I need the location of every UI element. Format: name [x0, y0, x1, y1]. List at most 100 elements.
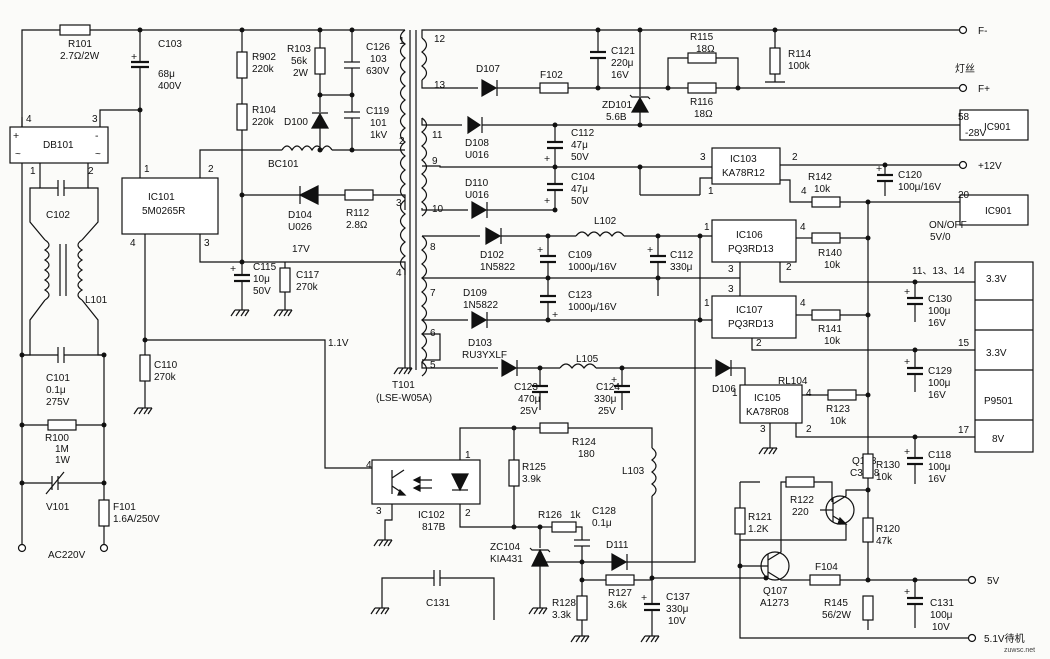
c117-value: 270k: [296, 282, 319, 293]
c118-voltage: 16V: [928, 474, 946, 485]
zd101-value: 5.6B: [606, 112, 627, 123]
d110-part: U016: [465, 190, 489, 201]
ic901-pin20: 20: [958, 190, 970, 201]
c112a-label: C112: [571, 128, 595, 139]
r126-label: R126: [538, 510, 562, 521]
c121-value: 220μ: [611, 58, 634, 69]
v17-label: 17V: [292, 244, 310, 255]
c131a-label: C131: [426, 598, 450, 609]
c128-label: C128: [592, 506, 616, 517]
ac-input-section: R101 2.7Ω/2W + C103 68μ 400V DB101 4 3 1…: [9, 24, 405, 561]
d107-label: D107: [476, 64, 500, 75]
ic103-pin4: 4: [801, 186, 807, 197]
d104-part: U026: [288, 222, 312, 233]
c103-label: C103: [158, 39, 182, 50]
c112a-voltage: 50V: [571, 152, 589, 163]
c130-voltage: 16V: [928, 318, 946, 329]
t101-pin7: 7: [430, 288, 436, 299]
c130-label: C130: [928, 294, 952, 305]
v101-label: V101: [46, 502, 70, 513]
r116-label: R116: [690, 97, 714, 108]
r104-label: R104: [252, 105, 276, 116]
svg-text:+: +: [904, 586, 910, 598]
c131b-label: C131: [930, 598, 954, 609]
d110-label: D110: [465, 178, 489, 189]
f102-fuse: [539, 82, 569, 94]
zc104-label: ZC104: [490, 542, 520, 553]
d103-part: RU3YXLF: [462, 350, 507, 361]
d109-part: 1N5822: [463, 300, 498, 311]
r902-resistor: [236, 51, 248, 79]
ic105-chip: [739, 384, 803, 424]
r126-resistor: [551, 521, 577, 533]
db101-bridge: [9, 126, 109, 164]
c102-label: C102: [46, 210, 70, 221]
ic103-pin1: 1: [708, 186, 714, 197]
r140-label: R140: [818, 248, 842, 259]
c119-voltage: 1kV: [370, 130, 388, 141]
r112-resistor: [344, 189, 374, 201]
ic901-pin58: 58: [958, 112, 970, 123]
r145-value: 56/2W: [822, 610, 851, 621]
ic106-chip: [711, 219, 797, 263]
ic901-box-b: [959, 194, 1029, 226]
r114-resistor: [769, 47, 781, 75]
c137-value: 330μ: [666, 604, 689, 615]
c109-value: 1000μ/16V: [568, 262, 617, 273]
ic105-pin1: 1: [732, 388, 738, 399]
c104-label: C104: [571, 172, 595, 183]
t101-pin3: 3: [396, 198, 402, 209]
r142-resistor: [811, 196, 841, 208]
l105-label: L105: [576, 354, 599, 365]
d100-label: D100: [284, 117, 308, 128]
r125-label: R125: [522, 462, 546, 473]
db101-pin2: 2: [88, 166, 94, 177]
t101-pin12: 12: [434, 34, 446, 45]
r103-label: R103: [287, 44, 311, 55]
c117-label: C117: [296, 270, 320, 281]
c123a-value: 1000μ/16V: [568, 302, 617, 313]
c109-label: C109: [568, 250, 592, 261]
ic105-part: KA78R08: [746, 407, 789, 418]
r140-value: 10k: [824, 260, 841, 271]
v5-terminal: 5V: [987, 576, 1000, 587]
ic901-onoff: ON/OFF: [929, 220, 967, 231]
ic105-pin3: 3: [760, 424, 766, 435]
r123-value: 10k: [830, 416, 847, 427]
t101-pin5: 5: [430, 360, 436, 371]
c137-label: C137: [666, 592, 690, 603]
c129-label: C129: [928, 366, 952, 377]
r130-resistor: [862, 453, 874, 479]
r124-value: 180: [578, 449, 595, 460]
l103-label: L103: [622, 466, 645, 477]
c123a-label: C123: [568, 290, 592, 301]
c126-voltage: 630V: [366, 66, 390, 77]
f102-label: F102: [540, 70, 563, 81]
c117-part: [279, 267, 291, 293]
transformer-t101: 1 2 3 4 T101 (LSE-W05A) 12 13 11 9 10 8 …: [376, 29, 446, 404]
c112a-value: 47μ: [571, 140, 588, 151]
r104-value: 220k: [252, 117, 275, 128]
ic103-chip: [711, 147, 781, 185]
t101-pin2: 2: [399, 136, 405, 147]
ic101-part: 5M0265R: [142, 206, 185, 217]
bc101-label: BC101: [268, 159, 299, 170]
r114-label: R114: [788, 49, 812, 60]
ic102-pin2: 2: [465, 508, 471, 519]
svg-text:+: +: [537, 244, 543, 256]
r127-label: R127: [608, 588, 632, 599]
c131b-voltage: 10V: [932, 622, 950, 633]
ic102-pin1: 1: [465, 450, 471, 461]
d108-label: D108: [465, 138, 489, 149]
r130-label: R130: [876, 460, 900, 471]
r115-value: 18Ω: [696, 44, 715, 55]
c112b-value: 330μ: [670, 262, 693, 273]
ic103-part: KA78R12: [722, 168, 765, 179]
f101-value: 1.6A/250V: [113, 514, 160, 525]
ic107-pin3: 3: [728, 284, 734, 295]
r141-label: R141: [818, 324, 842, 335]
c128-value: 0.1μ: [592, 518, 612, 529]
p9501-3v3-a: 3.3V: [986, 274, 1007, 285]
